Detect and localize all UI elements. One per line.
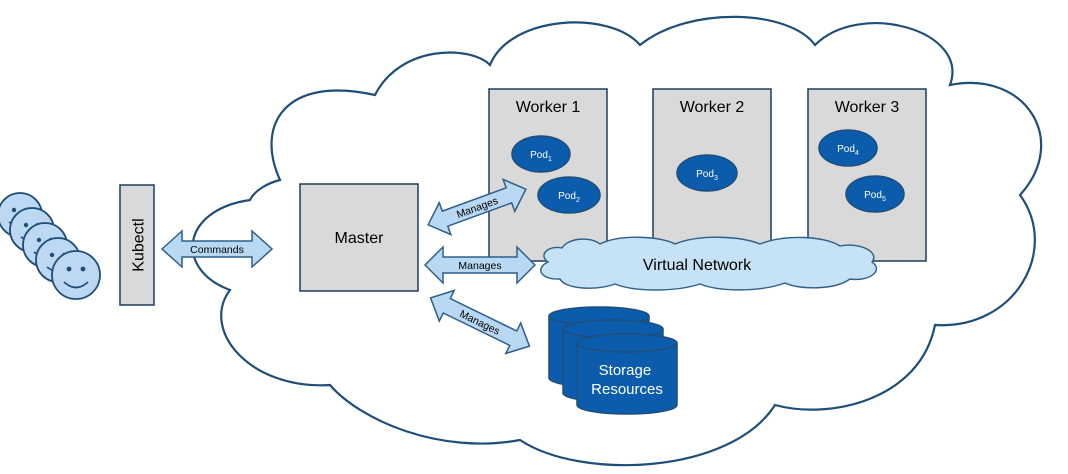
svg-text:Pod3: Pod3 — [696, 169, 718, 182]
pod-3: Pod3 — [676, 154, 738, 192]
worker-1-label: Worker 1 — [516, 99, 581, 116]
worker-3-label: Worker 3 — [835, 99, 900, 116]
storage-label-line1: Storage — [599, 362, 652, 379]
virtual-network-cloud — [540, 236, 878, 291]
pod-2-subscript: 2 — [576, 197, 580, 204]
pod-5: Pod5 — [845, 175, 905, 213]
pod-3-subscript: 3 — [714, 175, 718, 182]
pod-4-subscript: 4 — [855, 150, 859, 157]
storage-label-line2: Resources — [591, 381, 663, 398]
master-node-label: Master — [335, 230, 385, 247]
kubectl-label: Kubectl — [131, 218, 148, 271]
commands-arrow: Commands — [160, 229, 274, 269]
worker-2-label: Worker 2 — [680, 99, 745, 116]
pod-5-name: Pod — [864, 190, 882, 201]
svg-text:Pod2: Pod2 — [558, 191, 580, 204]
pod-4-name: Pod — [837, 144, 855, 155]
master-node-box — [299, 183, 419, 292]
pod-1: Pod1 — [511, 135, 571, 173]
user-face-icon — [51, 250, 101, 300]
pod-4: Pod4 — [818, 129, 878, 167]
worker-3-box — [807, 88, 927, 262]
pod-3-name: Pod — [696, 169, 714, 180]
kubectl-box — [119, 184, 155, 306]
storage-label: Storage Resources — [591, 362, 663, 398]
virtual-network-label: Virtual Network — [643, 257, 752, 274]
pod-5-subscript: 5 — [882, 196, 886, 203]
pod-2-name: Pod — [558, 191, 576, 202]
worker-1-box — [488, 88, 608, 262]
svg-text:Pod5: Pod5 — [864, 190, 886, 203]
svg-text:Pod4: Pod4 — [837, 144, 859, 157]
pod-2: Pod2 — [537, 176, 601, 214]
svg-text:Pod1: Pod1 — [530, 150, 552, 163]
pod-1-subscript: 1 — [548, 156, 552, 163]
manages-network-label: Manages — [458, 260, 501, 272]
pod-1-name: Pod — [530, 150, 548, 161]
users-group — [0, 192, 101, 300]
storage-cylinder-front — [576, 333, 678, 415]
manages-network-arrow: Manages — [423, 245, 537, 285]
commands-arrow-label: Commands — [190, 244, 244, 256]
